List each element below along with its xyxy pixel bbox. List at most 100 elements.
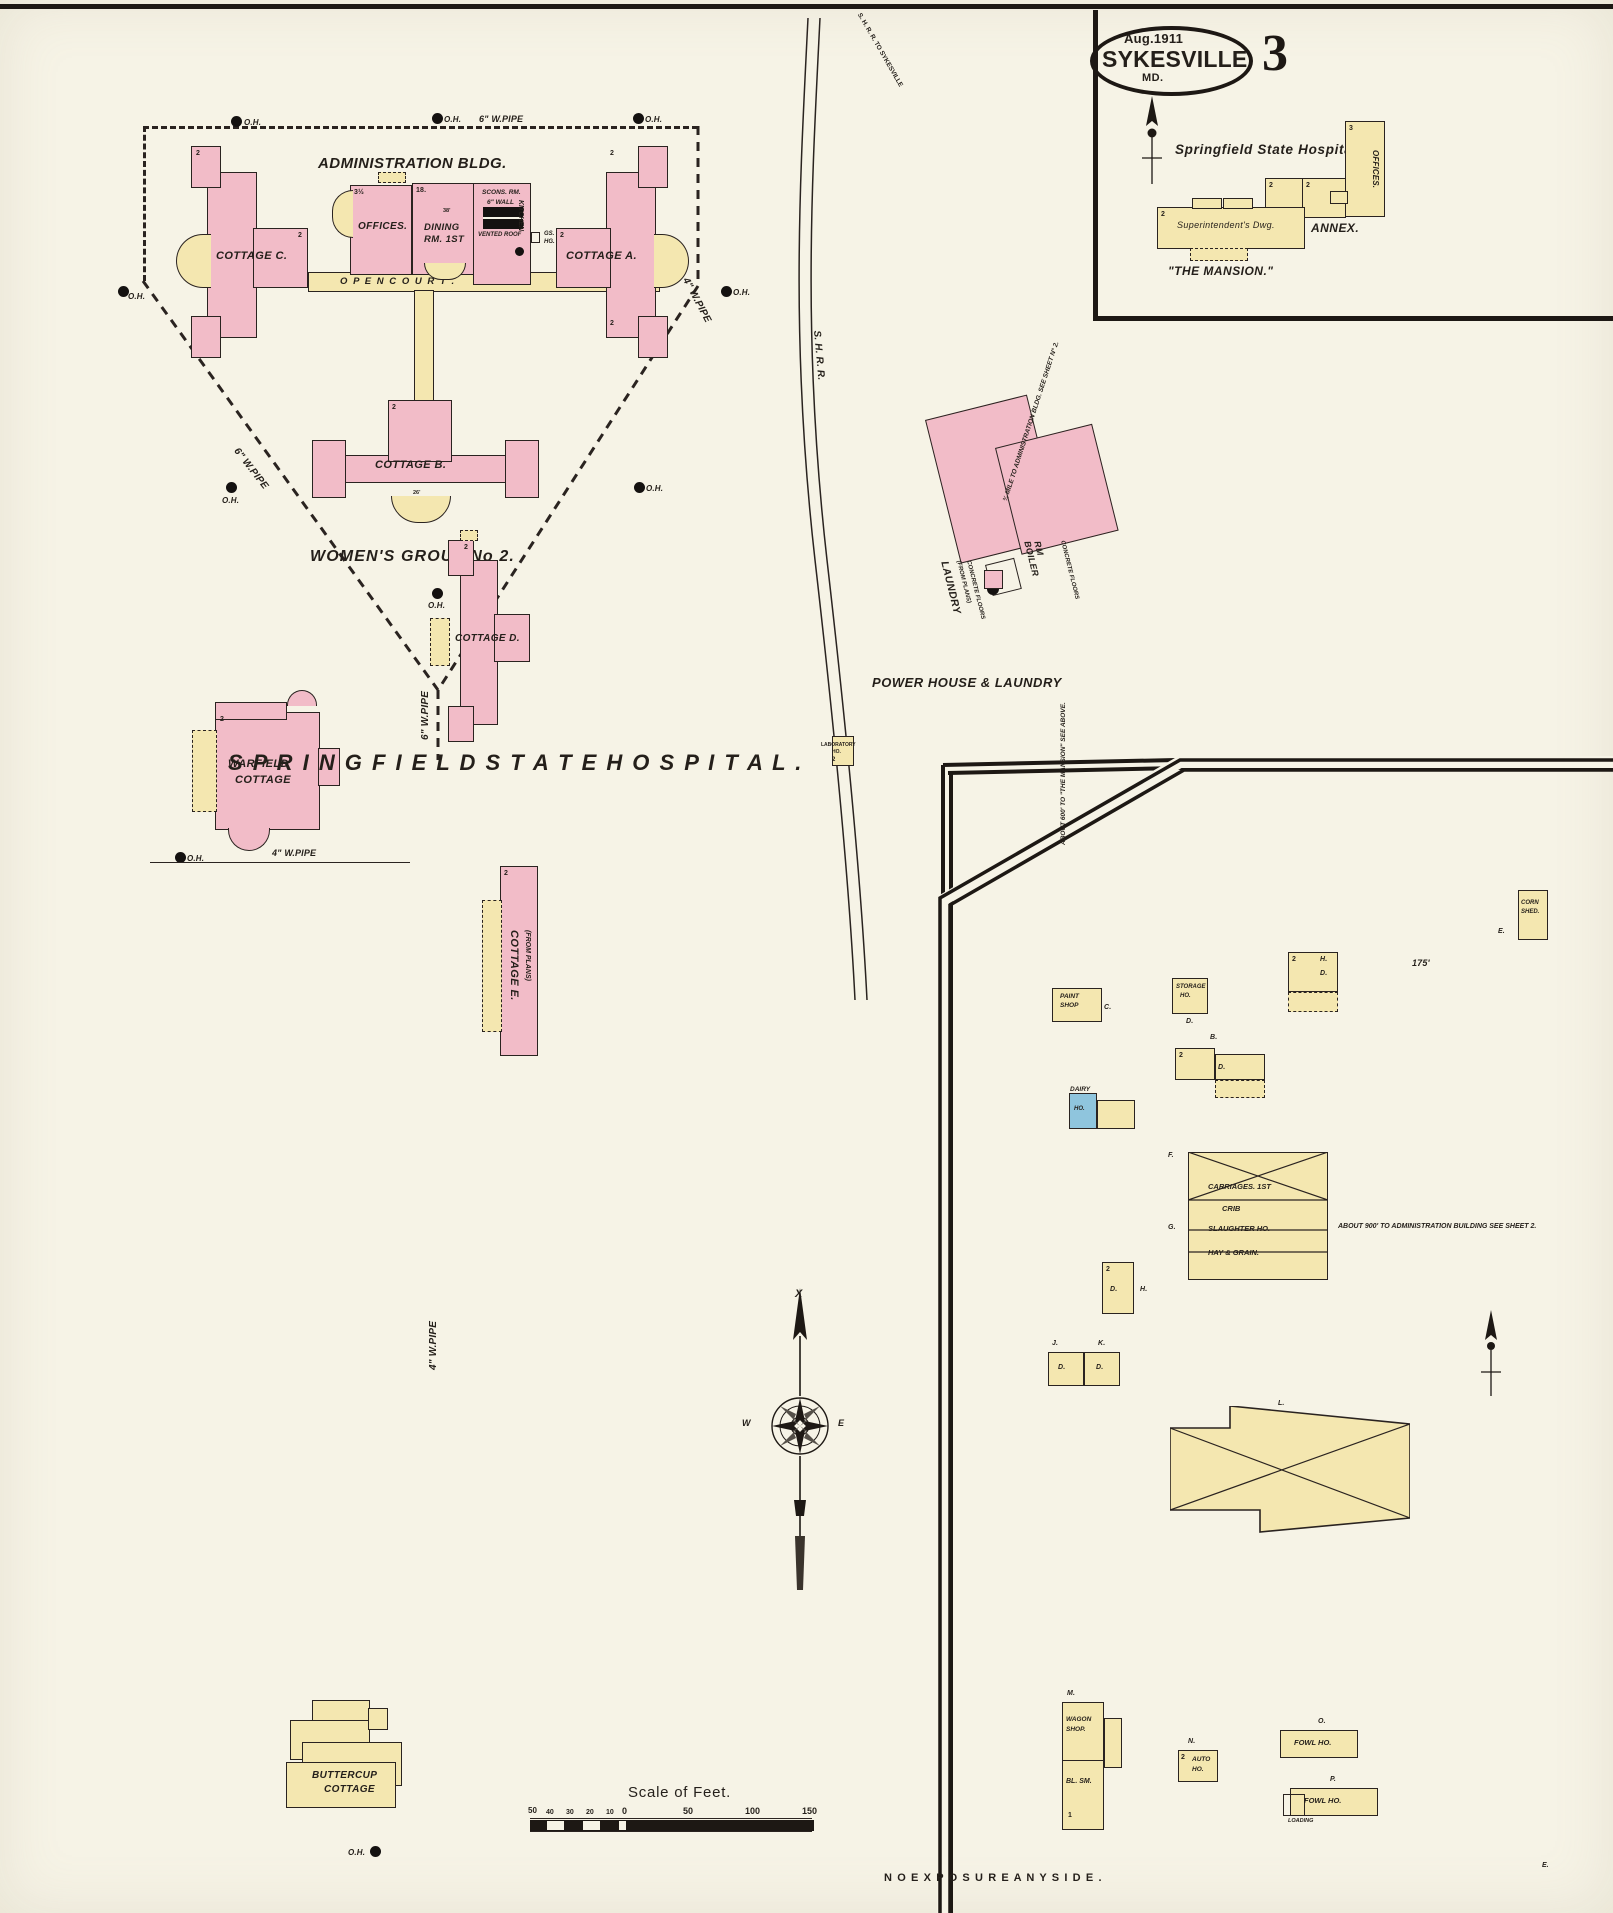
north-arrow-inset — [1140, 96, 1164, 184]
building-d-small-story: 2 — [1106, 1266, 1111, 1273]
paint-shop-label2: SHOP — [1060, 1002, 1079, 1009]
warfield-cottage-north — [215, 702, 287, 720]
hydrant-dot-8 — [432, 588, 443, 599]
scale-tick-1: 40 — [546, 1809, 554, 1816]
fowl-house-building — [1280, 1730, 1358, 1758]
cottage-e-main — [500, 866, 538, 1056]
cottage-b-wing-w — [312, 440, 346, 498]
storage-house-building — [1172, 978, 1208, 1014]
scale-tick-7: 100 — [745, 1806, 761, 1816]
admin-building-title: ADMINISTRATION BLDG. — [318, 155, 507, 172]
admin-porch-front — [378, 172, 406, 183]
buttercup-annex — [368, 1708, 388, 1730]
dist-admin2-note: ABOUT 900' TO ADMINISTRATION BUILDING SE… — [1338, 1223, 1537, 1230]
cottage-e-story: 2 — [504, 870, 509, 877]
cartouche-state: MD. — [1142, 72, 1164, 84]
warfield-cottage-bay-s — [228, 828, 270, 851]
admin-dining-story: 18. — [416, 187, 427, 194]
buttercup-cottage-label2: COTTAGE — [324, 1784, 375, 1795]
wagon-shop-story: 1 — [1068, 1812, 1073, 1819]
inset-annex-small — [1330, 191, 1348, 204]
bl-sm-label: BL. SM. — [1066, 1778, 1092, 1785]
hydrant-dot-4 — [118, 286, 129, 297]
warfield-cottage-label2: COTTAGE — [235, 774, 292, 786]
hydrant-label-3: O.H. — [645, 115, 663, 124]
wagon-shop-label: WAGON — [1066, 1716, 1092, 1723]
slaughter-label: SLAUGHTER HO. — [1208, 1224, 1271, 1233]
hydrant-dot-2 — [432, 113, 443, 124]
fowl-house-b-letter: P. — [1330, 1776, 1336, 1783]
fowl-house-b-label: FOWL HO. — [1304, 1796, 1342, 1805]
barn-main-building — [1188, 1152, 1328, 1280]
hay-grain-label: HAY & GRAIN. — [1208, 1248, 1259, 1257]
warfield-cottage-main — [215, 712, 320, 830]
dairy-label: DAIRY — [1070, 1086, 1091, 1093]
warfield-story: 2 — [220, 716, 225, 723]
inset-porch-3 — [1190, 248, 1248, 261]
dairy-building — [1069, 1093, 1097, 1129]
dist-mansion-note: ABOUT 600' TO "THE MANSION" SEE ABOVE. — [1060, 702, 1067, 845]
scale-tick-5: 0 — [622, 1806, 628, 1816]
hydrant-dot-9 — [175, 852, 186, 863]
building-k-letter: K. — [1098, 1340, 1106, 1347]
inset-boundary-horizontal — [1093, 316, 1613, 321]
paint-shop-building — [1052, 988, 1102, 1022]
cottage-a-story2: 2 — [560, 232, 565, 239]
admin-dining-wing — [412, 183, 474, 275]
hydrant-label-4: O.H. — [128, 292, 146, 301]
inset-offices-story: 3 — [1349, 125, 1354, 132]
admin-scons-label: SCONS. RM. — [482, 189, 521, 196]
building-h-shed — [1288, 992, 1338, 1012]
cottage-c-wing-e — [253, 228, 308, 288]
admin-gas-note: GS. 10' — [544, 231, 565, 237]
cottage-b-story: 2 — [392, 404, 397, 411]
building-b-wing — [1215, 1054, 1265, 1080]
cottage-e-sub: (FROM PLANS) — [524, 930, 531, 981]
admin-dim-38: 38' — [443, 208, 451, 214]
open-court-label: O P E N C O U R T . — [340, 276, 456, 287]
wagon-shop-divider — [1062, 1760, 1104, 1762]
cottage-d-wing-nw — [448, 540, 474, 576]
bottom-right-mark: E. — [1542, 1862, 1549, 1869]
inset-mansion-label: "THE MANSION." — [1168, 264, 1274, 278]
warfield-cottage-east — [318, 748, 340, 786]
inset-boundary-vertical — [1093, 10, 1098, 320]
dairy-label2: HO. — [1074, 1106, 1085, 1112]
scale-tick-3: 20 — [586, 1809, 594, 1816]
warfield-cottage-bay-n — [287, 690, 317, 706]
rr-small-story: 2 — [832, 757, 836, 763]
pipe-label-bottom: 4" W.PIPE — [272, 848, 317, 858]
storage-label: STORAGE — [1176, 984, 1206, 990]
buttercup-cottage-label: BUTTERCUP — [312, 1770, 378, 1781]
admin-offices-story: 3½ — [354, 189, 365, 196]
inset-offices-wing — [1345, 121, 1385, 217]
inset-porch-2 — [1223, 198, 1253, 209]
building-b-story: 2 — [1179, 1052, 1184, 1059]
storage-label2: HO. — [1180, 993, 1191, 999]
cottage-a-wing-w — [556, 228, 611, 288]
cottage-b-wing-e — [505, 440, 539, 498]
admin-kitchen-wing — [473, 183, 531, 285]
paint-shop-label: PAINT — [1060, 993, 1080, 1000]
cottage-b-porch — [391, 496, 451, 523]
cottage-e-label: COTTAGE E. — [508, 930, 520, 1001]
compass-east-label: E — [838, 1418, 845, 1428]
building-h2-letter: H. — [1140, 1286, 1148, 1293]
storage-letter: D. — [1186, 1018, 1194, 1025]
compass-rose — [760, 1288, 840, 1598]
admin-vented-roof: VENTED ROOF — [478, 232, 522, 238]
cottage-d-story: 2 — [464, 544, 469, 551]
property-boundary-top — [143, 126, 698, 129]
inset-offices-label: OFFICES. — [1371, 150, 1380, 189]
auto-house-label2: HO. — [1192, 1766, 1204, 1773]
wagon-shop-label2: SHOP. — [1066, 1726, 1086, 1733]
scale-tick-2: 30 — [566, 1809, 574, 1816]
hydrant-label-5: O.H. — [733, 288, 751, 297]
wagon-shop-letter: M. — [1067, 1690, 1076, 1697]
admin-offices-wing — [350, 185, 412, 275]
building-j-letter: J. — [1052, 1340, 1059, 1347]
admin-porch-left — [332, 190, 353, 238]
cottage-a-wing-ne — [638, 146, 668, 188]
cottage-b-label: COTTAGE B. — [375, 459, 447, 471]
corn-shed-label2: SHED. — [1521, 909, 1540, 915]
